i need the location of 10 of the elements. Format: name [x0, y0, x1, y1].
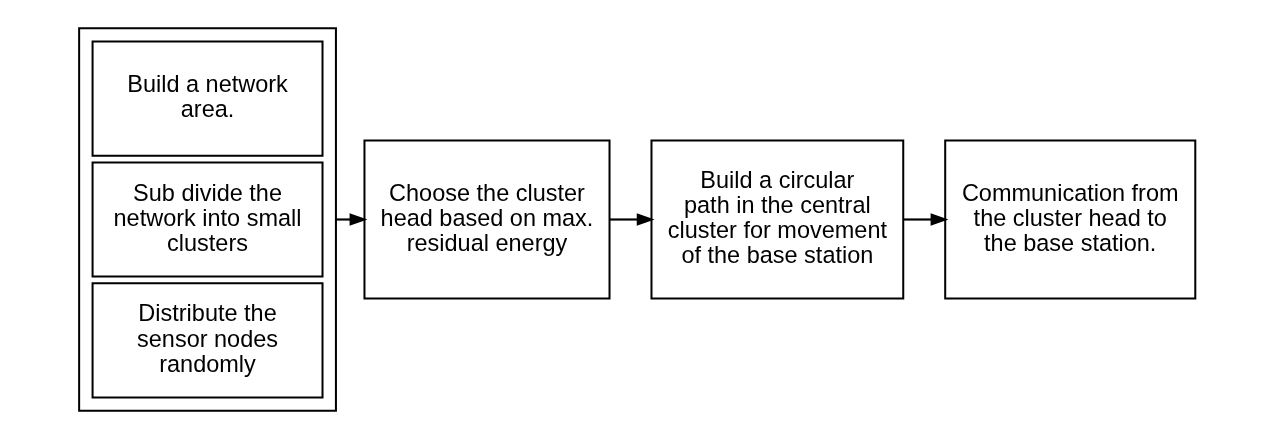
node-box: Distribute the sensor nodes randomly	[91, 282, 324, 399]
node-box: Build a network area.	[91, 40, 324, 157]
arrow	[903, 213, 949, 226]
node-box: Build a circular path in the central cluster for movement of the base station	[650, 139, 905, 300]
cluster	[78, 27, 337, 412]
arrow	[335, 213, 368, 226]
arrow	[609, 213, 655, 226]
node-box: Choose the cluster head based on max. residual energy	[363, 139, 611, 300]
node-box: Sub divide the network into small clusters	[91, 161, 324, 278]
node-box: Communication from the cluster head to the base station.	[944, 139, 1197, 300]
